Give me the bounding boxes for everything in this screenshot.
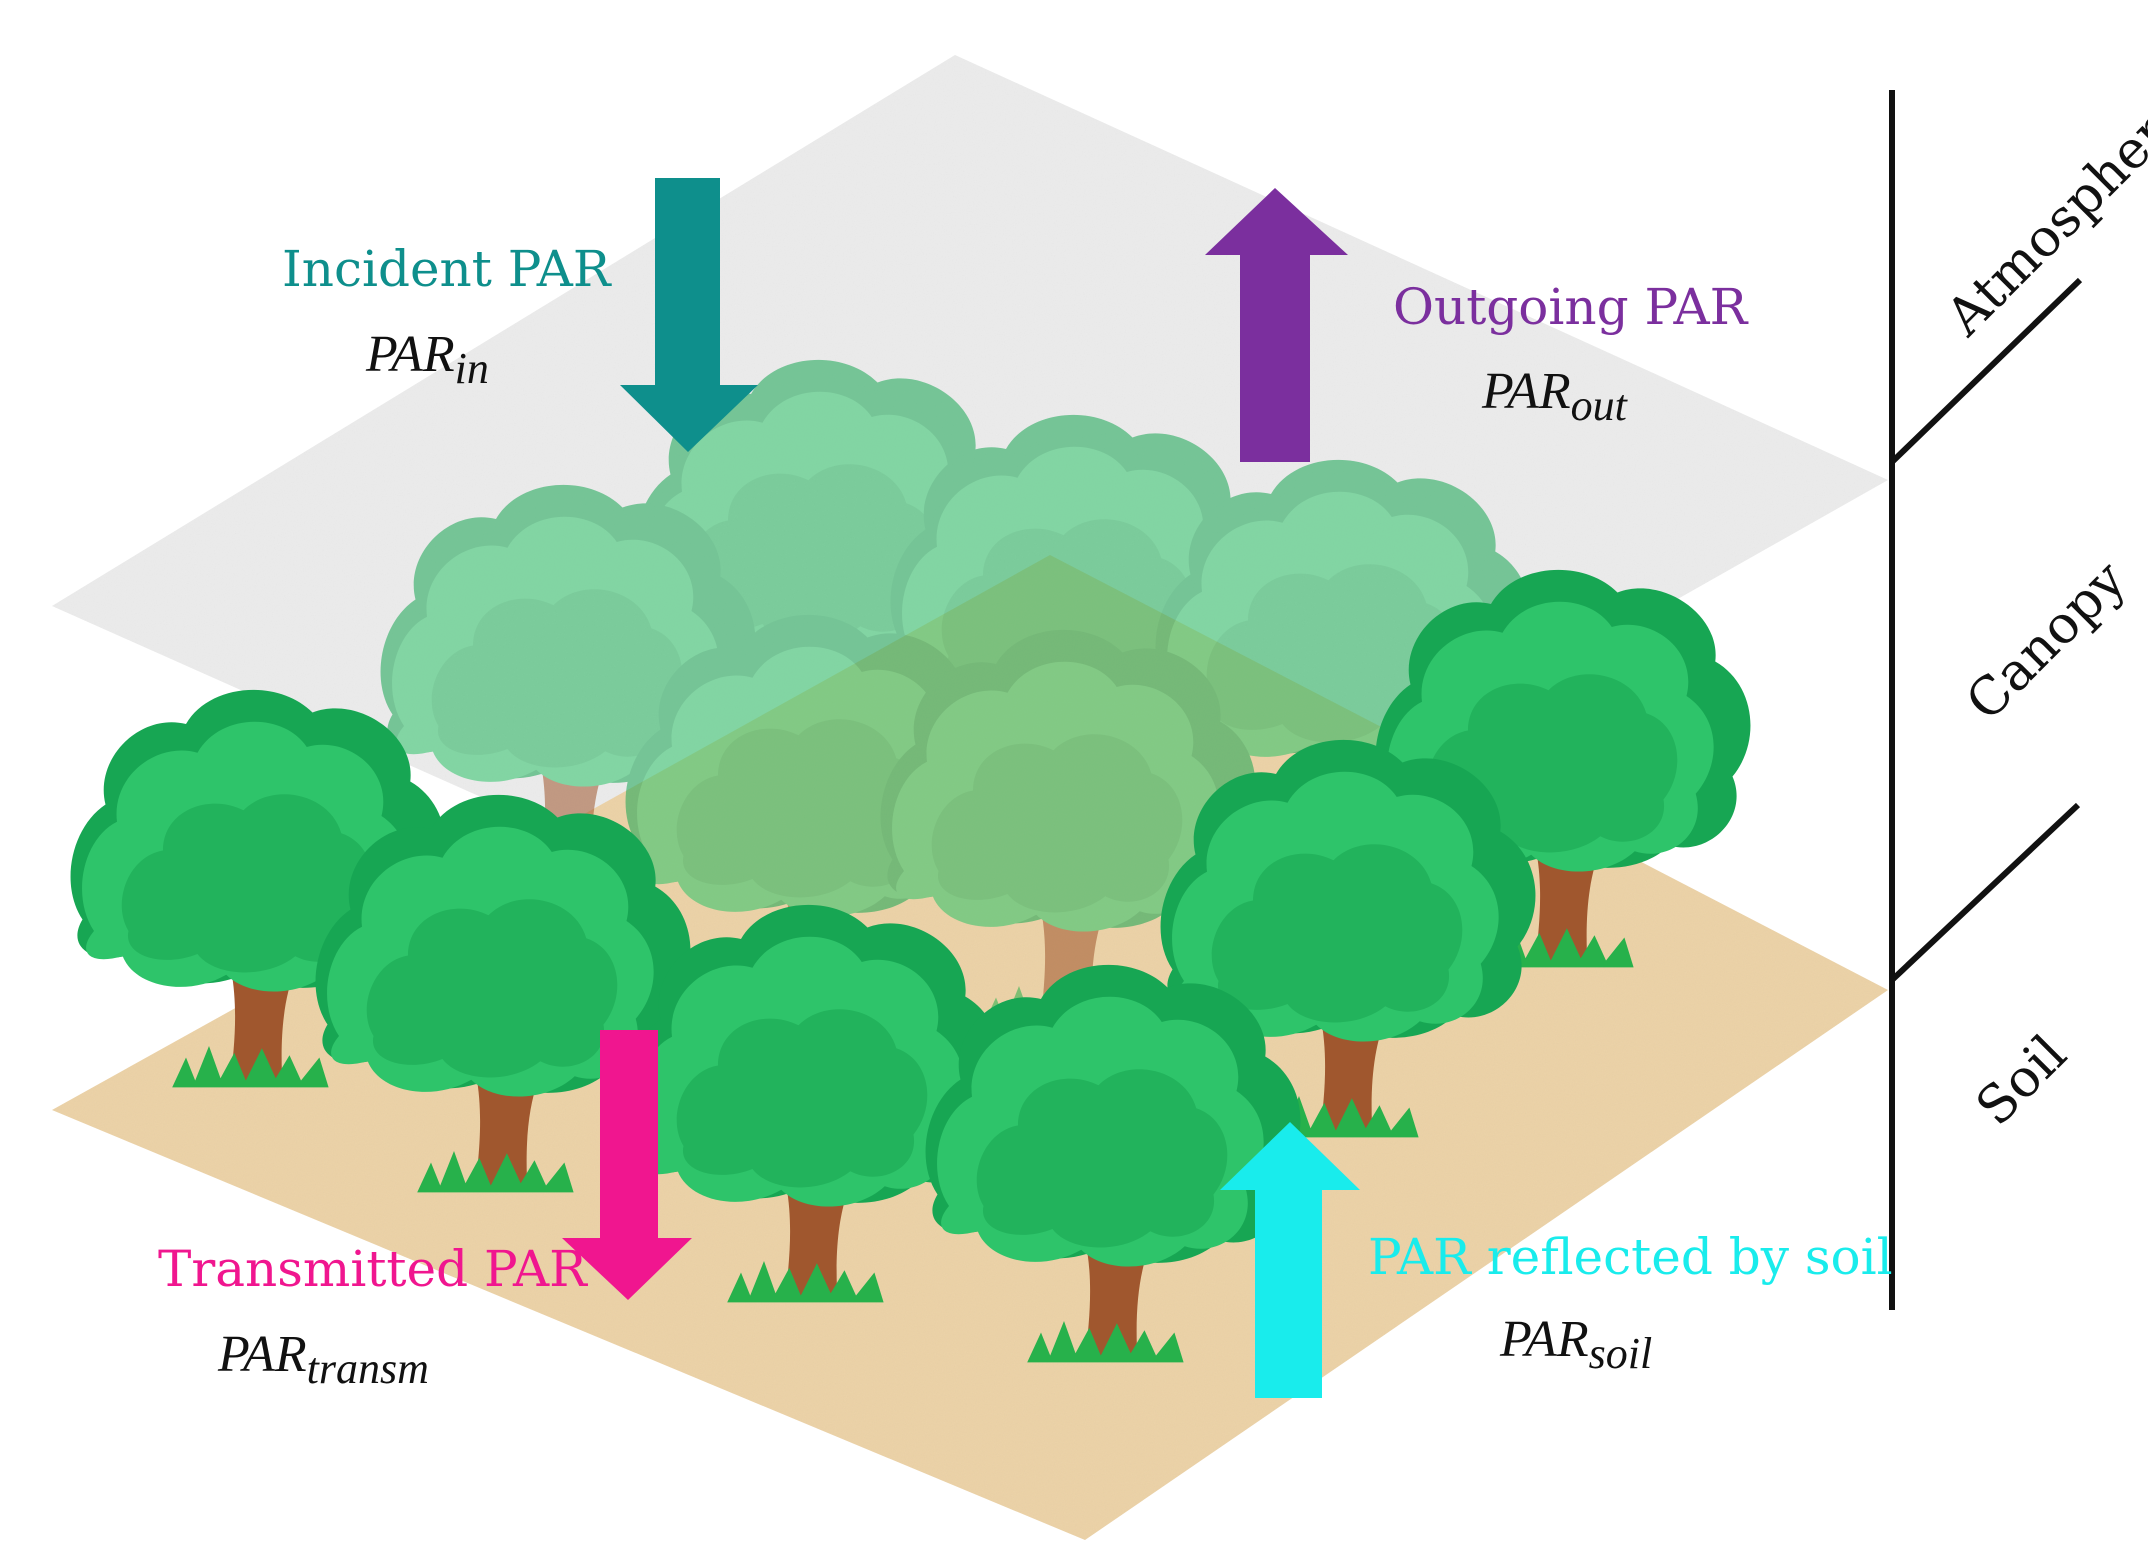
transmitted-par-label: Transmitted PAR — [158, 1240, 587, 1298]
incident-par-symbol: PARin — [366, 325, 489, 394]
symbol-subscript: transm — [306, 1344, 429, 1393]
transmitted-par-symbol: PARtransm — [218, 1325, 429, 1394]
symbol-subscript: in — [454, 344, 489, 393]
symbol-subscript: out — [1570, 381, 1627, 430]
atmosphere-canopy-boundary — [1889, 277, 2083, 465]
symbol-base: PAR — [366, 326, 455, 383]
outgoing-par-label: Outgoing PAR — [1393, 278, 1748, 336]
symbol-base: PAR — [1482, 363, 1571, 420]
canopy-soil-boundary — [1889, 802, 2081, 983]
symbol-base: PAR — [218, 1326, 307, 1383]
soil-reflected-par-label: PAR reflected by soil — [1368, 1228, 1893, 1286]
symbol-base: PAR — [1500, 1311, 1589, 1368]
outgoing-par-symbol: PARout — [1482, 362, 1627, 431]
incident-par-arrow — [620, 178, 758, 452]
transmitted-par-arrow — [562, 1030, 692, 1300]
outgoing-par-arrow — [1205, 188, 1348, 462]
layer-scale — [1889, 90, 2083, 1310]
symbol-subscript: soil — [1588, 1329, 1653, 1378]
incident-par-label: Incident PAR — [282, 240, 611, 298]
soil-reflected-par-symbol: PARsoil — [1500, 1310, 1652, 1379]
soil-reflected-par-arrow — [1220, 1122, 1360, 1398]
